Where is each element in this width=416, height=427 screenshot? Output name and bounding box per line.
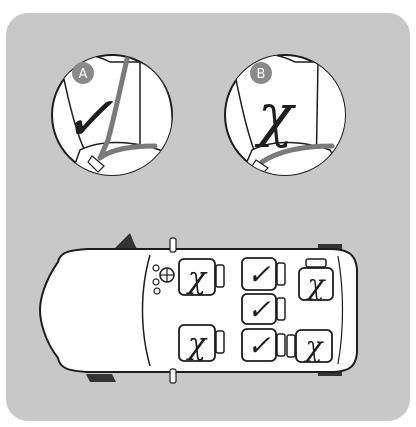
vehicle-top-view: χ χ ✓ ✓ ✓ χ [38, 233, 358, 384]
seat-middle-right: ✓ [241, 328, 286, 362]
seat-rear-left: χ [298, 258, 334, 301]
seat-driver-left: χ [178, 258, 225, 296]
rear-window-line [337, 255, 344, 365]
arrow-top-left [112, 233, 138, 251]
seat-rear-right-mark: χ [304, 330, 325, 363]
seat-middle-right-mark: ✓ [247, 329, 271, 362]
seat-driver-left-mark: χ [186, 261, 208, 296]
seat-driver-right-mark: χ [186, 327, 208, 362]
seat-middle-center: ✓ [241, 293, 286, 326]
seat-middle-center-mark: ✓ [247, 293, 271, 326]
pedal-icon [152, 264, 160, 272]
windshield-line [141, 254, 151, 367]
mirror-left [169, 237, 177, 253]
mirror-right [169, 368, 177, 384]
seat-rear-right: χ [286, 329, 333, 363]
callout-b-label: B [257, 67, 266, 82]
callout-b-badge [250, 62, 272, 84]
arrow-bottom-left [86, 374, 116, 382]
pedal-icon [153, 287, 161, 295]
steering-wheel-icon [159, 267, 175, 283]
seat-driver-right: χ [178, 324, 225, 362]
callout-a-check-mark: ✓ [62, 82, 114, 155]
pedal-icon [152, 278, 160, 286]
seat-middle-left: ✓ [241, 257, 286, 291]
callout-a-badge [72, 62, 94, 84]
callout-b-x-mark: χ [254, 81, 296, 149]
seat-rear-left-mark: χ [306, 268, 327, 301]
callout-a-label: A [79, 67, 88, 82]
seat-middle-left-mark: ✓ [247, 258, 271, 291]
